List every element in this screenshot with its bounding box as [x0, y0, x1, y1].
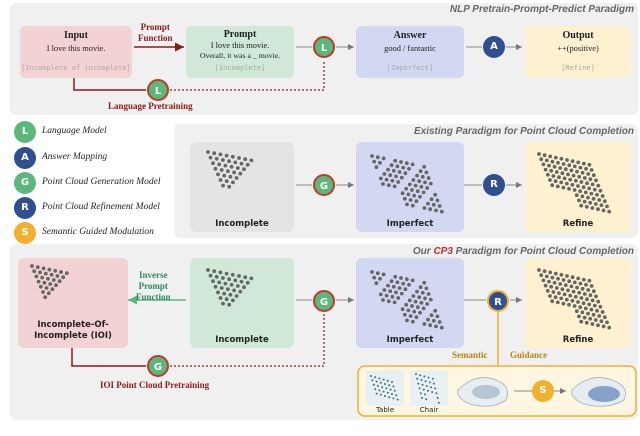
- ioi-pretraining-node: G: [147, 355, 169, 377]
- existing-imperfect-caption: Imperfect: [386, 219, 434, 229]
- existing-imperfect-cloud: [370, 154, 444, 214]
- pc-incomplete2: [206, 268, 254, 307]
- legend-L-text: Language Model: [42, 126, 107, 136]
- cp3-imperfect-cloud: [370, 270, 444, 330]
- feature-map-left: [457, 377, 509, 407]
- cp3-refinement-node: R: [487, 290, 509, 312]
- dotted-pretrain-L: [170, 60, 325, 91]
- answer-box: Answer good / fantastic [Imperfect]: [356, 26, 464, 78]
- output-box: Output ++(positive) [Refine]: [525, 26, 631, 78]
- legend-G-text: Point Cloud Generation Model: [42, 177, 161, 187]
- ioi-box: Incomplete-Of- Incomplete (IOI): [18, 258, 128, 348]
- input-sub: [Incomplete of incomplete]: [21, 64, 131, 72]
- cp3-imperfect-caption: Imperfect: [386, 335, 434, 345]
- prompt-line2: Overall, it was a _ movie.: [199, 51, 281, 60]
- cp3-imperfect-box: Imperfect: [356, 258, 464, 348]
- nlp-panel-title: NLP Pretrain-Prompt-Predict Paradigm: [449, 4, 634, 15]
- language-model-node: L: [313, 36, 335, 58]
- cp3-refine-box: Refine: [525, 258, 631, 348]
- legend-A-icon: A: [14, 147, 36, 169]
- ioi-cloud: [30, 264, 69, 300]
- output-title: Output: [562, 30, 594, 41]
- output-sub: [Refine]: [561, 64, 595, 72]
- existing-imperfect-box: Imperfect: [356, 142, 464, 232]
- pc-chair: [415, 373, 440, 404]
- input-text: I love this movie.: [46, 44, 106, 53]
- legend-S-text: Semantic Guided Modulation: [42, 227, 154, 237]
- cp3-title-highlight: CP3: [433, 246, 453, 257]
- table-thumb: [366, 370, 404, 406]
- table-thumb-cloud: [370, 375, 399, 401]
- legend-R-text: Point Cloud Refinement Model: [42, 202, 160, 212]
- existing-panel-title: Existing Paradigm for Point Cloud Comple…: [413, 126, 634, 137]
- semantic-modulation-node: S: [532, 380, 554, 402]
- existing-incomplete-box: Incomplete: [190, 142, 294, 232]
- legend-G-icon: G: [14, 172, 36, 194]
- existing-generation-node: G: [313, 174, 335, 196]
- answer-text: good / fantastic: [384, 44, 436, 53]
- cp3-refine-cloud: [537, 268, 612, 330]
- prompt-function-label: Prompt Function: [138, 22, 173, 43]
- cp3-incomplete-caption: Incomplete: [215, 335, 269, 345]
- existing-refine-box: Refine: [525, 142, 631, 232]
- existing-refine-caption: Refine: [562, 219, 594, 229]
- cp3-incomplete-box: Incomplete: [190, 258, 294, 348]
- input-box: Input I love this movie. [Incomplete of …: [20, 26, 132, 78]
- cp3-generation-node: G: [313, 290, 335, 312]
- existing-incomplete-caption: Incomplete: [215, 219, 269, 229]
- line-input-pretrain: [73, 76, 146, 91]
- existing-refinement-node: R: [483, 174, 505, 196]
- chair-thumb: [410, 370, 448, 406]
- inverse-prompt-label: Inverse Prompt Function: [136, 270, 171, 302]
- cp3-title-prefix: Our: [412, 246, 434, 257]
- pc-incomplete: [206, 150, 254, 189]
- chair-caption: Chair: [419, 406, 439, 414]
- pc-imperfect2: [370, 270, 444, 330]
- prompt-sub: [Incomplete]: [214, 64, 266, 72]
- existing-incomplete-cloud: [206, 150, 254, 189]
- semantic-label: Semantic: [452, 350, 488, 360]
- table-caption: Table: [375, 406, 395, 414]
- prompt-box: Prompt I love this movie. Overall, it wa…: [186, 26, 294, 78]
- existing-refine-cloud: [537, 152, 612, 214]
- input-title: Input: [64, 30, 88, 41]
- ioi-caption: Incomplete-Of- Incomplete (IOI): [34, 320, 112, 341]
- answer-title: Answer: [393, 30, 427, 41]
- pc-refine: [537, 152, 612, 214]
- legend-S-icon: S: [14, 222, 36, 244]
- output-text: ++(positive): [557, 44, 599, 53]
- answer-mapping-node: A: [483, 36, 505, 58]
- cp3-refine-caption: Refine: [562, 335, 594, 345]
- cp3-incomplete-cloud: [206, 268, 254, 307]
- prompt-title: Prompt: [223, 29, 257, 40]
- language-pretraining-node: L: [147, 79, 169, 101]
- feature-map-right: [571, 377, 626, 407]
- legend-R-icon: R: [14, 197, 36, 219]
- pc-table: [370, 375, 399, 401]
- prompt-line1: I love this movie.: [210, 41, 270, 50]
- line-ioi-pretrain: [71, 348, 146, 367]
- pc-refine2: [537, 268, 612, 330]
- language-pretraining-label: Language Pretraining: [108, 101, 193, 111]
- cp3-panel-title: Our CP3 Paradigm for Point Cloud Complet…: [413, 246, 634, 257]
- chair-thumb-cloud: [415, 373, 440, 404]
- ioi-pretraining-label: IOI Point Cloud Pretraining: [100, 380, 210, 390]
- pc-imperfect: [370, 154, 444, 214]
- guidance-label: Guidance: [510, 350, 548, 360]
- answer-sub: [Imperfect]: [386, 64, 434, 72]
- cp3-title-suffix: Paradigm for Point Cloud Completion: [452, 246, 634, 257]
- legend-L-icon: L: [14, 121, 36, 143]
- dotted-pretrain-G2: [170, 313, 325, 367]
- legend-A-text: Answer Mapping: [42, 152, 108, 162]
- pc-ioi: [30, 264, 69, 300]
